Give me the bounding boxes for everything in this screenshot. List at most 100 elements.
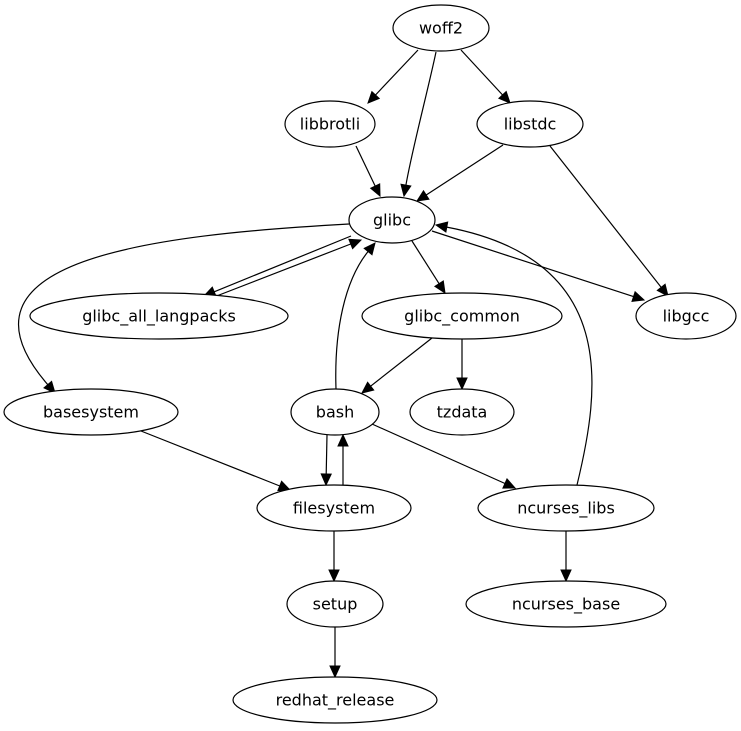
node-label: tzdata <box>437 403 488 422</box>
node-shape <box>348 196 436 244</box>
node-label: ncurses_libs <box>517 499 615 519</box>
nodes-layer: woff2 libbrotli libstdc glibc glibc_all_lang… <box>3 4 737 724</box>
edge-line <box>446 226 593 486</box>
edges-layer <box>18 49 669 679</box>
edge-basesystem-to-filesystem <box>140 430 292 492</box>
node-label: ncurses_base <box>512 595 620 615</box>
node-libgcc: libgcc <box>635 292 737 340</box>
arrowhead-icon <box>329 665 341 679</box>
node-ncurses-libs: ncurses_libs <box>477 484 655 532</box>
node-shape <box>465 580 667 628</box>
edge-line <box>411 240 440 285</box>
edge-bash-to-glibc <box>335 242 376 390</box>
edge-libstdc-to-glibc <box>415 144 504 202</box>
arrowhead-icon <box>337 433 349 447</box>
node-shape <box>635 292 737 340</box>
arrowhead-icon <box>320 473 332 487</box>
edge-line <box>213 243 351 298</box>
edge-line <box>425 144 504 196</box>
node-shape <box>361 292 563 340</box>
arrowhead-icon <box>361 381 375 394</box>
edge-bash-to-ncurses_libs <box>371 423 517 489</box>
arrowhead-icon <box>348 238 363 250</box>
arrowhead-icon <box>456 377 468 391</box>
edge-setup-to-redhat_release <box>329 627 341 679</box>
node-label: setup <box>313 595 358 614</box>
node-shape <box>286 580 384 628</box>
node-libstdc: libstdc <box>476 100 584 148</box>
edge-glibc_common-to-bash <box>361 337 433 394</box>
edge-glibc-to-basesystem <box>18 223 350 394</box>
node-label: glibc <box>373 211 411 230</box>
node-label: libbrotli <box>300 115 360 134</box>
node-label: libgcc <box>663 307 710 326</box>
node-shape <box>409 388 515 436</box>
node-label: redhat_release <box>276 691 395 711</box>
arrowhead-icon <box>328 569 340 583</box>
edge-woff2-to-libstdc <box>460 49 511 104</box>
arrowhead-icon <box>502 477 517 489</box>
node-label: woff2 <box>419 19 463 38</box>
edge-libstdc-to-libgcc <box>549 145 669 297</box>
node-shape <box>29 292 289 340</box>
edge-libbrotli-to-glibc <box>355 145 381 198</box>
node-shape <box>476 100 584 148</box>
edge-glibc_common-to-tzdata <box>456 339 468 391</box>
node-glibc: glibc <box>348 196 436 244</box>
edge-line <box>375 49 419 96</box>
node-shape <box>392 4 490 52</box>
node-label: basesystem <box>43 403 139 422</box>
edge-ncurses_libs-to-ncurses_base <box>560 531 572 583</box>
arrowhead-icon <box>369 183 381 198</box>
edge-woff2-to-glibc <box>400 51 437 198</box>
arrowhead-icon <box>433 280 446 295</box>
edge-ncurses_libs-to-glibc <box>434 221 593 486</box>
edge-line <box>549 145 662 288</box>
node-bash: bash <box>290 388 380 436</box>
edge-line <box>335 251 369 390</box>
arrowhead-icon <box>415 189 430 202</box>
edge-line <box>213 235 352 293</box>
arrowhead-icon <box>434 221 449 233</box>
edge-line <box>460 49 503 96</box>
node-shape <box>232 676 438 724</box>
arrowhead-icon <box>43 380 56 394</box>
edge-bash-to-filesystem <box>320 434 332 487</box>
node-shape <box>477 484 655 532</box>
node-shape <box>256 484 412 532</box>
edge-woff2-to-libbrotli <box>367 49 419 104</box>
node-libbrotli: libbrotli <box>284 100 376 148</box>
node-redhat-release: redhat_release <box>232 676 438 724</box>
edge-line <box>325 434 328 475</box>
arrowhead-icon <box>400 183 412 198</box>
node-label: glibc_all_langpacks <box>82 307 236 327</box>
edge-filesystem-to-setup <box>328 531 340 583</box>
node-ncurses-base: ncurses_base <box>465 580 667 628</box>
node-shape <box>284 100 376 148</box>
edge-glibc-to-glibc_all_langpacks <box>202 235 352 298</box>
node-label: glibc_common <box>404 307 520 327</box>
arrowhead-icon <box>363 242 376 256</box>
edge-line <box>18 223 350 386</box>
arrowhead-icon <box>497 90 511 104</box>
node-woff2: woff2 <box>392 4 490 52</box>
arrowhead-icon <box>367 90 381 104</box>
edge-line <box>431 230 634 298</box>
node-setup: setup <box>286 580 384 628</box>
edge-line <box>371 423 506 485</box>
edge-glibc-to-glibc_common <box>411 240 446 295</box>
node-label: filesystem <box>293 499 375 518</box>
edge-line <box>355 145 376 187</box>
node-shape <box>3 388 179 436</box>
edge-line <box>405 51 437 186</box>
edge-line <box>140 430 281 487</box>
arrowhead-icon <box>560 569 572 583</box>
arrowhead-icon <box>631 290 646 302</box>
node-basesystem: basesystem <box>3 388 179 436</box>
node-tzdata: tzdata <box>409 388 515 436</box>
node-label: libstdc <box>504 115 557 134</box>
arrowhead-icon <box>656 283 669 297</box>
node-filesystem: filesystem <box>256 484 412 532</box>
node-label: bash <box>316 403 354 422</box>
